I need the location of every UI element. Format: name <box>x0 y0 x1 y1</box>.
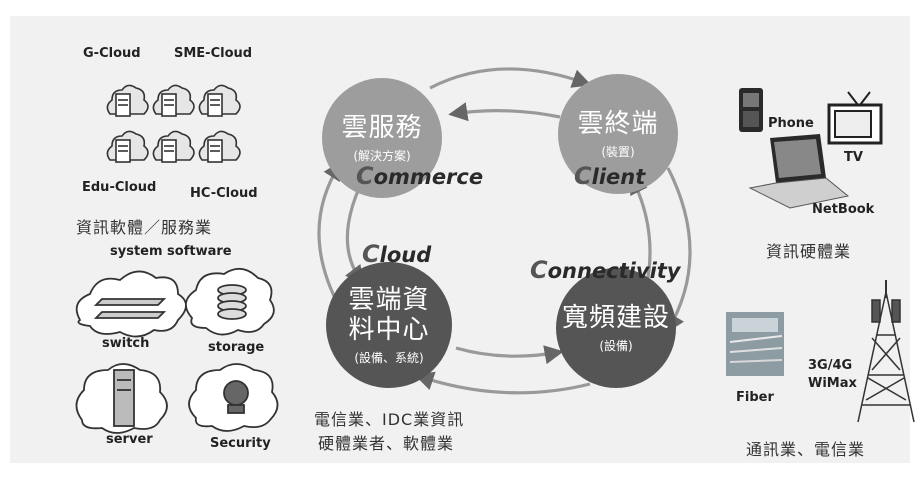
caption-line-2: 硬體業者、軟體業 <box>318 434 455 453</box>
switch-label: switch <box>102 336 150 351</box>
cloud-server-icon <box>198 84 241 117</box>
arrow-outer-right <box>666 167 692 334</box>
fiber-label: Fiber <box>736 390 774 405</box>
cloud-server-icon <box>152 84 195 117</box>
hardware-title: 資訊硬體業 <box>766 242 852 261</box>
cloud-server-icon <box>198 130 241 163</box>
arrow-outer-left <box>317 160 343 309</box>
client-rest: lient <box>591 165 646 189</box>
sme-cloud-label: SME-Cloud <box>174 46 253 61</box>
commerce-label: Commerce <box>356 162 483 190</box>
cloud-initial: C <box>362 240 380 268</box>
cell-tower-icon <box>857 280 915 423</box>
circle-cloud-services: 雲服務 (解決方案) <box>322 78 442 198</box>
cloud-server-icons <box>106 84 241 163</box>
connectivity-label: Connectivity <box>530 256 681 284</box>
phone-label: Phone <box>768 116 814 131</box>
phone-icon <box>739 88 763 132</box>
tv-icon <box>827 91 883 145</box>
wimax-label: WiMax <box>808 376 857 391</box>
netbook-label: NetBook <box>812 202 875 217</box>
caption-line-1: 電信業、IDC業資訊 <box>314 410 465 429</box>
circle-subtitle: (裝置) <box>601 144 635 159</box>
arrow-inner-top <box>448 102 561 122</box>
arrow-outer-bottom <box>414 371 591 395</box>
system-software-label: system software <box>110 244 232 259</box>
telecom-title: 通訊業、電信業 <box>746 440 866 459</box>
circle-subtitle: (設備、系統) <box>354 350 424 365</box>
arrow-inner-bottom <box>455 345 564 365</box>
storage-label: storage <box>208 340 265 355</box>
circle-title: 雲服務 <box>341 112 423 143</box>
security-cloud-icon <box>188 363 279 432</box>
commerce-initial: C <box>356 162 374 190</box>
circle-subtitle: (解決方案) <box>353 148 411 163</box>
circle-cloud-datacenter: 雲端資料中心 (設備、系統) <box>326 262 452 388</box>
server-cloud-icon <box>75 363 168 434</box>
circle-title: 寬頻建設 <box>561 302 670 333</box>
cloud-label: Cloud <box>362 240 431 268</box>
tv-label: TV <box>844 150 863 165</box>
cloud-server-icon <box>106 130 149 163</box>
edu-cloud-label: Edu-Cloud <box>82 180 157 195</box>
hc-cloud-label: HC-Cloud <box>190 186 258 201</box>
client-initial: C <box>574 162 592 190</box>
client-label: Client <box>574 162 645 190</box>
g-cloud-label: G-Cloud <box>83 46 141 61</box>
netbook-icon <box>748 134 850 209</box>
circle-title: 雲終端 <box>577 108 659 139</box>
cloud-rest: loud <box>379 243 432 267</box>
connectivity-rest: onnectivity <box>547 259 681 283</box>
arrow-outer-top <box>429 67 592 90</box>
switch-cloud-icon <box>75 270 187 338</box>
commerce-rest: ommerce <box>373 165 484 189</box>
3g4g-label: 3G/4G <box>808 358 853 373</box>
circle-broadband: 寬頻建設 (設備) <box>556 268 676 388</box>
fiber-image <box>726 312 784 376</box>
cloud-server-icon <box>106 84 149 117</box>
circle-cloud-terminal: 雲終端 (裝置) <box>558 74 678 194</box>
connectivity-initial: C <box>530 256 548 284</box>
software-services-title: 資訊軟體／服務業 <box>76 218 213 237</box>
security-label: Security <box>210 436 271 451</box>
server-label: server <box>106 432 153 447</box>
circle-title: 雲端資料中心 <box>348 284 430 345</box>
storage-cloud-icon <box>185 268 275 336</box>
circle-subtitle: (設備) <box>599 338 633 353</box>
cloud-server-icon <box>152 130 195 163</box>
